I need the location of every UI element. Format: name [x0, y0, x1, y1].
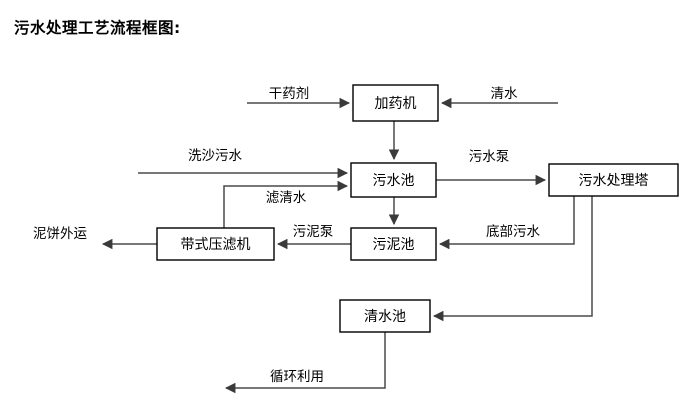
edge-label-wunibeng: 污泥泵 — [293, 224, 334, 240]
node-wushuichi[interactable]: 污水池 — [350, 162, 437, 198]
edge-ganyaoji: 干药剂 — [247, 86, 351, 109]
edge-label-nibingwaiyun: 泥饼外运 — [33, 226, 87, 242]
node-jiayaoji[interactable]: 加药机 — [352, 84, 439, 122]
edge-dibuwushui-line — [438, 196, 575, 250]
edge-lvqingshui: 滤清水 — [223, 180, 349, 228]
edge-label-dibuwushui: 底部污水 — [486, 224, 540, 240]
node-wushuichi-box[interactable] — [350, 162, 437, 198]
edge-label-xishawushui: 洗沙污水 — [188, 148, 242, 164]
node-qingshuichi[interactable]: 清水池 — [339, 299, 431, 333]
node-daishiyaluji[interactable]: 带式压滤机 — [156, 227, 275, 261]
node-jiayaoji-label: 加药机 — [375, 96, 417, 112]
page-title: 污水处理工艺流程框图: — [14, 19, 181, 37]
edge-to-qingshuichi-line — [432, 196, 593, 322]
edge-qingshui: 清水 — [440, 86, 558, 109]
edge-label-xunhuanliyong: 循环利用 — [270, 369, 324, 385]
edge-label-wushuibeng: 污水泵 — [469, 149, 510, 165]
node-wunichi-box[interactable] — [350, 227, 437, 261]
node-wushuichulita-label: 污水处理塔 — [579, 173, 649, 189]
edge-xishawushui: 洗沙污水 — [138, 148, 349, 179]
edge-label-lvqingshui: 滤清水 — [266, 190, 307, 206]
edge-label-qingshui: 清水 — [491, 86, 519, 102]
node-qingshuichi-box[interactable] — [339, 299, 431, 333]
edge-label-ganyaoji: 干药剂 — [269, 86, 310, 102]
edge-nibingwaiyun: 泥饼外运 — [33, 226, 157, 250]
node-wushuichulita[interactable]: 污水处理塔 — [548, 163, 679, 197]
edge-dibuwushui: 底部污水 — [438, 196, 575, 250]
edge-lvqingshui-line — [223, 180, 349, 228]
node-daishiyaluji-label: 带式压滤机 — [181, 237, 251, 253]
edge-wushuibeng: 污水泵 — [436, 149, 547, 186]
node-wunichi-label: 污泥池 — [373, 237, 415, 253]
edge-wunibeng: 污泥泵 — [276, 224, 351, 250]
node-wushuichulita-box[interactable] — [548, 163, 679, 197]
edge-to-qingshuichi — [432, 196, 593, 322]
node-wunichi[interactable]: 污泥池 — [350, 227, 437, 261]
node-wushuichi-label: 污水池 — [373, 173, 415, 189]
node-daishiyaluji-box[interactable] — [156, 227, 275, 261]
node-jiayaoji-box[interactable] — [352, 84, 439, 122]
edge-xunhuanliyong-line — [224, 332, 386, 394]
edge-xunhuanliyong: 循环利用 — [224, 332, 386, 394]
node-qingshuichi-label: 清水池 — [364, 309, 406, 325]
